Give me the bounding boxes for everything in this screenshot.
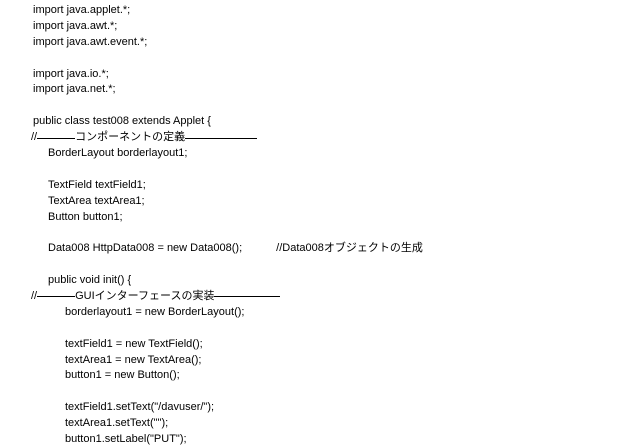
blank-line [0,225,640,241]
section-comment-line: // コンポーネントの定義 [0,130,640,146]
code-line: button1 = new Button(); [65,369,180,382]
inline-comment: //Data008オブジェクトの生成 [276,242,423,255]
dash-rule [37,137,76,139]
code-line: textField1 = new TextField(); [65,337,203,350]
blank-line [0,162,640,178]
code-text: Data008 HttpData008 = new Data008(); [48,242,243,255]
code-line: public class test008 extends Applet { [33,115,211,128]
dash-rule [185,137,258,139]
code-line: import java.awt.event.*; [33,35,148,48]
code-line: textArea1 = new TextArea(); [65,353,202,366]
dash-rule [37,296,76,298]
section-comment-line: // GUIインターフェースの実装 [0,289,640,305]
code-line: TextField textField1; [48,178,146,191]
code-line: import java.net.*; [33,83,116,96]
code-line: TextArea textArea1; [48,194,145,207]
code-line: borderlayout1 = new BorderLayout(); [65,305,245,318]
blank-line [0,321,640,337]
comment-prefix: // [31,290,38,303]
code-line: import java.io.*; [33,67,109,80]
blank-line [0,257,640,273]
code-line: button1.setLabel("PUT"); [65,433,187,446]
source-code-document: import java.applet.*; import java.awt.*; i… [0,3,640,448]
code-line: import java.applet.*; [33,4,131,16]
code-line: textField1.setText("/davuser/"); [65,401,215,414]
code-line: public void init() { [48,274,132,287]
code-line: import java.awt.*; [33,19,118,32]
code-line: Button button1; [48,210,123,223]
code-line: Data008 HttpData008 = new Data008(); //Da… [0,241,640,257]
section-comment-text: GUIインターフェースの実装 [75,290,215,303]
blank-line [0,51,640,67]
code-line: textArea1.setText(""); [65,417,169,430]
blank-line [0,98,640,114]
section-comment-text: コンポーネントの定義 [75,131,186,144]
blank-line [0,384,640,400]
dash-rule [214,296,281,298]
comment-prefix: // [31,131,38,144]
code-line: BorderLayout borderlayout1; [48,147,188,160]
